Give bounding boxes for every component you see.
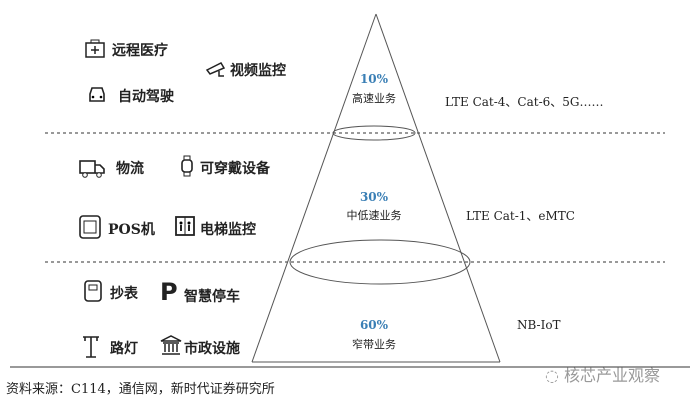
pos-terminal-icon [79, 215, 101, 239]
surveillance-camera-icon [205, 62, 226, 77]
app-label: 自动驾驶 [118, 89, 174, 105]
cone-section-mid [289, 239, 471, 285]
government-building-icon [160, 335, 182, 355]
meter-icon [84, 280, 102, 302]
cone-right-edge [375, 13, 501, 363]
app-label: 智慧停车 [184, 289, 240, 305]
cone-left-edge [251, 13, 377, 363]
app-label: 物流 [116, 161, 144, 177]
truck-icon [79, 160, 105, 178]
app-label: 电梯监控 [200, 222, 256, 238]
car-icon [89, 87, 105, 102]
tier-name: 窄带业务 [352, 338, 396, 351]
app-label: 可穿戴设备 [200, 161, 270, 177]
elevator-icon [175, 216, 195, 236]
app-label: 视频监控 [230, 63, 286, 79]
tier-name: 高速业务 [352, 92, 396, 105]
app-label: 市政设施 [184, 341, 240, 357]
tier-tech: NB-IoT [517, 318, 561, 332]
wechat-icon: ◌ [545, 366, 565, 385]
cone-section-high [332, 125, 416, 141]
tier-percent: 10% [359, 72, 389, 86]
watermark: ◌ 核芯产业观察 [545, 362, 660, 386]
tier-tech: LTE Cat-4、Cat-6、5G…… [445, 95, 604, 109]
app-label: POS机 [108, 222, 155, 238]
parking-icon: P [160, 278, 178, 306]
source-note: 资料来源：C114，通信网，新时代证券研究所 [6, 382, 275, 397]
tier-percent: 60% [359, 318, 389, 332]
tier-tech: LTE Cat-1、eMTC [466, 209, 575, 223]
medical-kit-icon [85, 39, 105, 58]
tier-name: 中低速业务 [346, 209, 402, 222]
street-lamp-icon [83, 336, 99, 358]
app-label: 抄表 [110, 286, 138, 302]
app-label: 路灯 [110, 341, 138, 357]
app-label: 远程医疗 [112, 43, 168, 59]
tier-percent: 30% [359, 190, 389, 204]
watermark-text: 核芯产业观察 [564, 366, 661, 385]
smartwatch-icon [181, 155, 193, 177]
